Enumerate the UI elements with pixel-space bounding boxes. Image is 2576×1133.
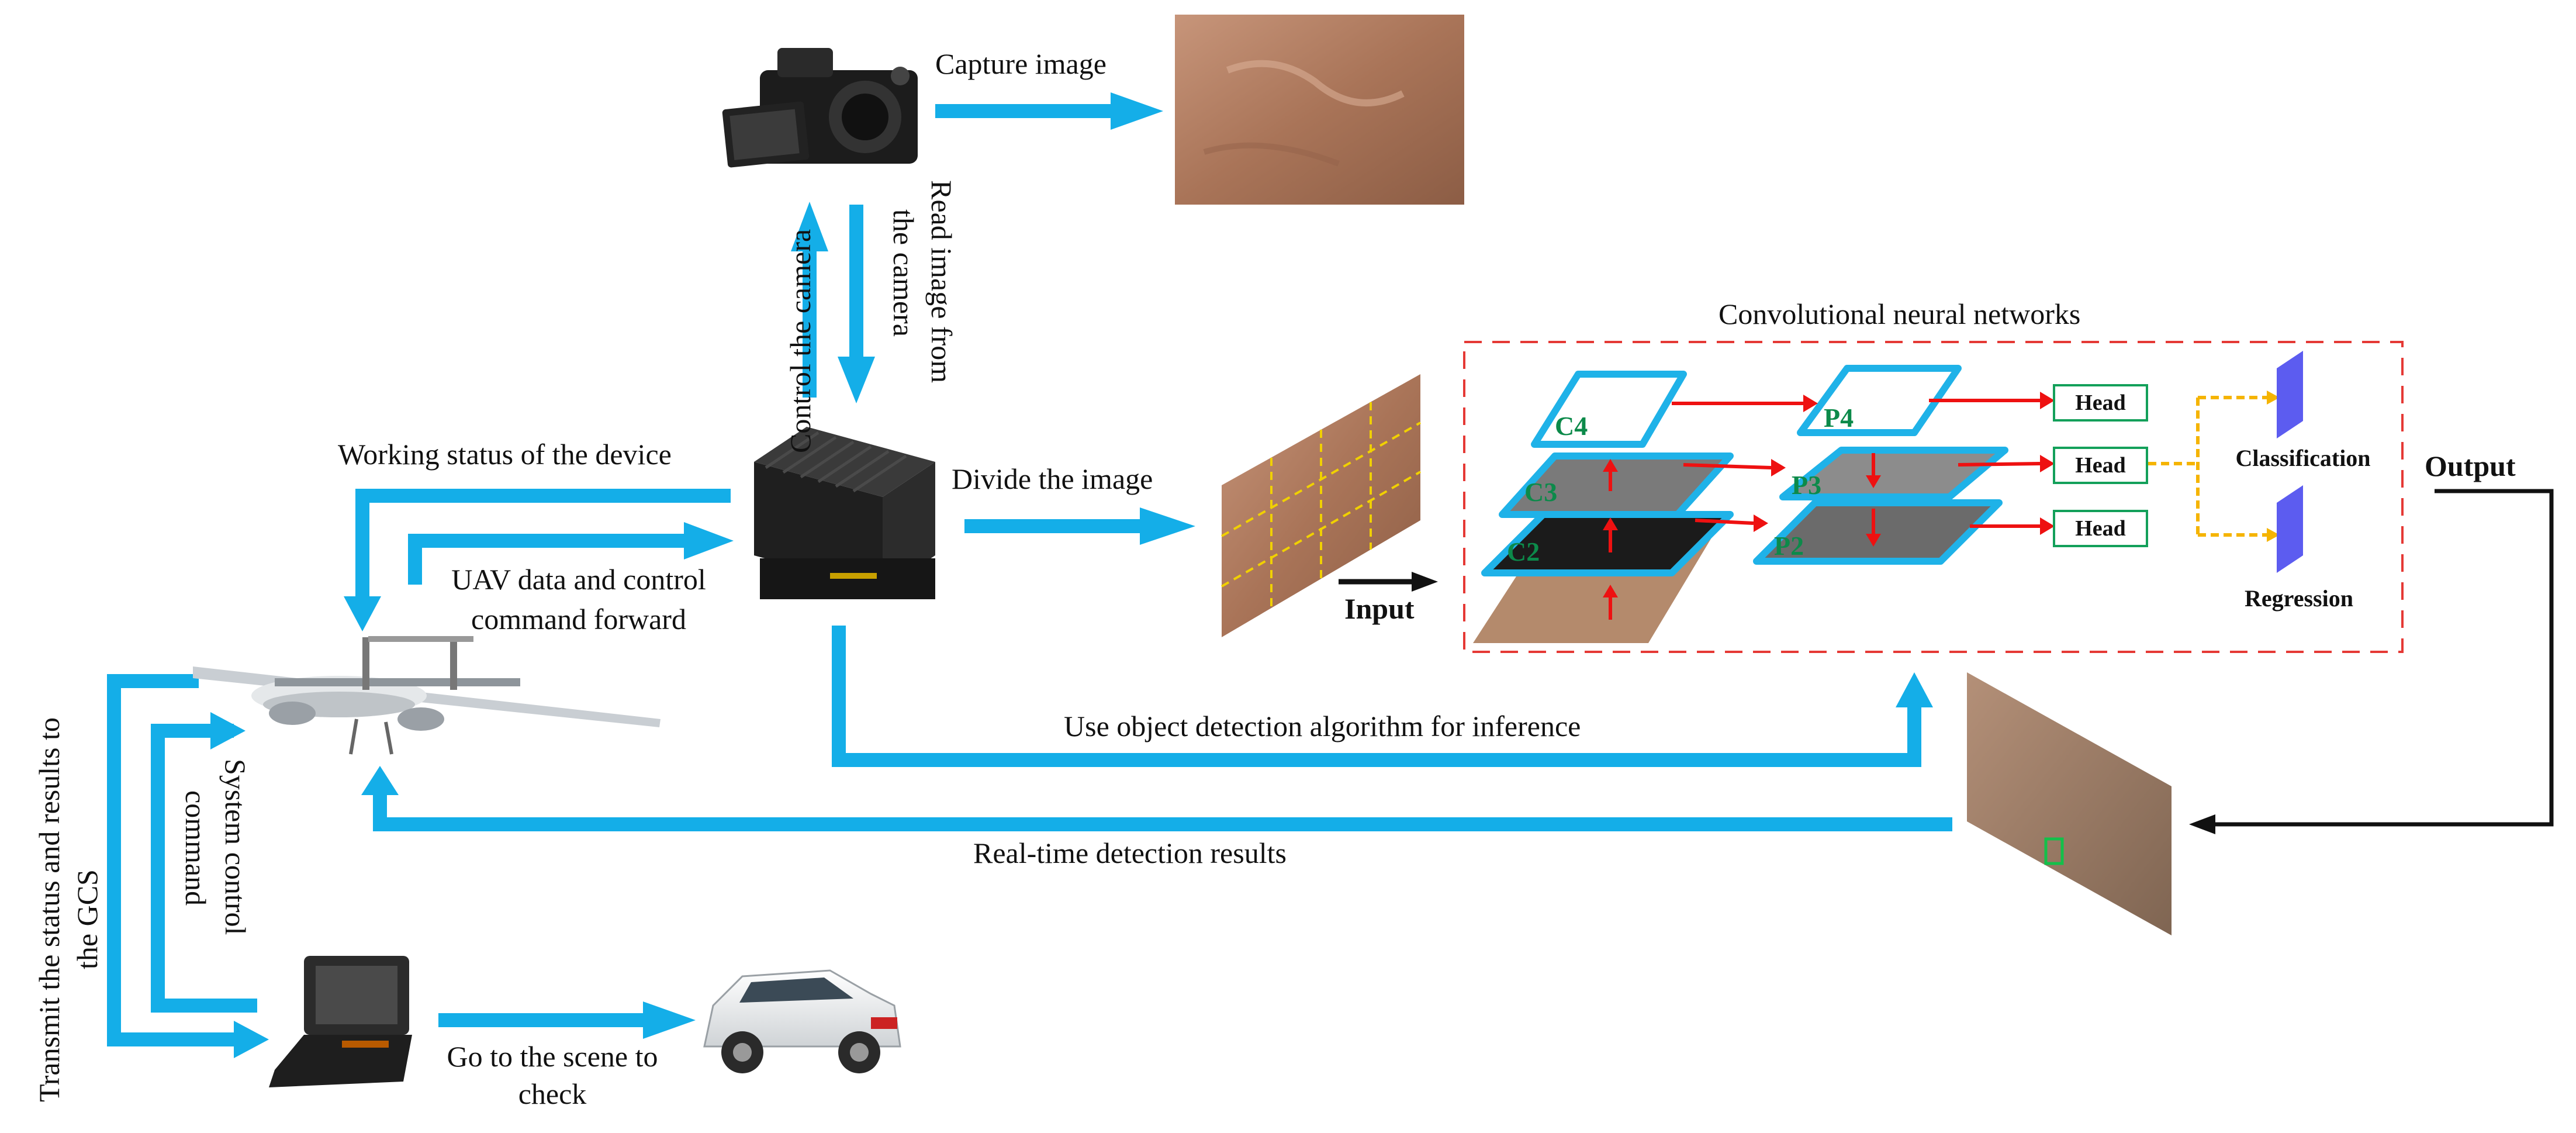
label-classification: Classification: [2235, 445, 2371, 471]
head-output-dashes: [2148, 396, 2268, 537]
layer-label-p3: P3: [1792, 470, 1822, 500]
divided-image: [1221, 374, 1421, 637]
label-regression: Regression: [2245, 585, 2353, 612]
label-transmit-line2: the GCS: [71, 869, 103, 969]
output-blocks: [2277, 351, 2303, 573]
head-box: Head: [2053, 447, 2148, 484]
layer-label-c2: C2: [1507, 537, 1540, 566]
backbone-layers: [1473, 371, 1734, 643]
pyramid-layers: [1753, 365, 2008, 565]
flow-arrows: [107, 104, 1952, 1046]
label-control-camera: Control the camera: [784, 229, 817, 453]
label-uav-forward-line2: command forward: [471, 603, 686, 635]
vtol-uav-icon: [193, 636, 661, 755]
label-read-image-line1: Read image from: [925, 180, 958, 384]
suv-car-icon: [703, 969, 901, 1073]
head-box: Head: [2053, 510, 2148, 547]
head-box: Head: [2053, 384, 2148, 422]
label-working-status: Working status of the device: [338, 438, 672, 471]
label-uav-forward-line1: UAV data and control: [451, 563, 706, 596]
label-transmit-line1: Transmit the status and results to: [33, 717, 65, 1102]
label-realtime-results: Real-time detection results: [973, 837, 1287, 869]
label-divide-image: Divide the image: [952, 462, 1153, 495]
captured-image: [1175, 15, 1464, 205]
laptop-icon: [269, 956, 412, 1087]
label-read-image-line2: the camera: [887, 209, 920, 337]
label-system-control-line2: command: [179, 790, 212, 906]
layer-label-c3: C3: [1524, 477, 1558, 507]
camera-icon: [722, 48, 918, 168]
layer-label-p2: P2: [1774, 531, 1804, 561]
detection-result-image: [1967, 672, 2172, 935]
label-system-control-line1: System control: [219, 759, 252, 935]
cnn-title: Convolutional neural networks: [1719, 298, 2081, 330]
edge-computing-device-icon: [754, 427, 935, 599]
cnn-red-arrows: [1603, 392, 2055, 620]
label-go-scene-line2: check: [518, 1077, 587, 1110]
input-arrow: [1339, 572, 1438, 592]
layer-label-c4: C4: [1555, 411, 1588, 441]
flow-arrowheads: [210, 92, 1933, 1058]
cnn-box: [1463, 341, 2404, 653]
label-capture-image: Capture image: [935, 47, 1107, 80]
label-use-detection: Use object detection algorithm for infer…: [1064, 710, 1581, 742]
label-go-scene-line1: Go to the scene to: [447, 1040, 658, 1073]
label-input: Input: [1344, 592, 1415, 625]
layer-label-p4: P4: [1824, 403, 1854, 433]
output-arrow: [2210, 489, 2554, 827]
label-output: Output: [2425, 450, 2516, 482]
